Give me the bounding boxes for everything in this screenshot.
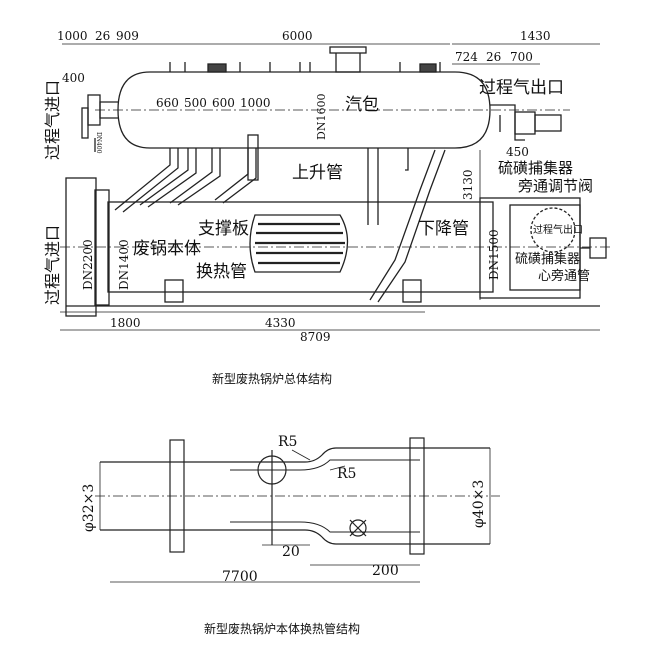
tube-window	[249, 214, 349, 273]
figure-tube-structure	[95, 437, 500, 583]
baffle-left	[169, 439, 185, 553]
tube-inner-top	[230, 459, 420, 471]
dim-top-26b: 26	[486, 50, 501, 64]
label-riser: 上升管	[292, 163, 343, 183]
left-head	[65, 177, 97, 317]
drum-spring-2	[419, 63, 437, 73]
caption-tube: 新型废热锅炉本体换热管结构	[204, 622, 361, 636]
label-inlet-bottom: 过程气进口	[43, 225, 62, 305]
label-dn1400: DN1400	[117, 239, 131, 290]
label-heat-tube: 换热管	[196, 262, 247, 282]
downcomer-2	[369, 148, 446, 303]
dim-bottom-4330: 4330	[265, 316, 296, 330]
figure-overall-labels: 1000 26 909 6000 1430 724 26 700 400 450…	[43, 29, 593, 344]
left-nozzle	[81, 107, 89, 139]
label-inlet-top: 过程气进口	[43, 80, 62, 160]
dim-3130: 3130	[461, 169, 475, 200]
dim-inner-600: 600	[212, 96, 235, 110]
label-bypass-valve: 旁通调节阀	[518, 177, 593, 195]
weld-circle	[349, 519, 367, 537]
riser-vertical	[247, 134, 259, 181]
label-dn400: DN400	[95, 132, 102, 154]
dim-inner-500: 500	[184, 96, 207, 110]
label-dn2200: DN2200	[81, 239, 95, 290]
dim-inner-660: 660	[156, 96, 179, 110]
support-right	[402, 279, 422, 303]
support-left	[164, 279, 184, 303]
figure-overall-structure	[60, 43, 610, 331]
left-tubesheet	[94, 189, 110, 306]
dim-top-700: 700	[510, 50, 533, 64]
drum-spring	[207, 63, 227, 73]
tube-lines	[255, 222, 345, 265]
dim-top-6000: 6000	[282, 29, 313, 43]
riser-pipes	[114, 148, 257, 213]
label-downcomer: 下降管	[418, 219, 469, 239]
right-nozzle	[589, 237, 607, 259]
dim-top-1430: 1430	[520, 29, 551, 43]
label-dn1500: DN1500	[487, 229, 501, 280]
dim-bottom-1800: 1800	[110, 316, 141, 330]
label-drum: 汽包	[345, 95, 379, 115]
dim-top-1000: 1000	[57, 29, 88, 43]
dim-top-909: 909	[116, 29, 139, 43]
label-sulfur-trap: 硫磺捕集器	[498, 159, 573, 177]
label-support-plate: 支撑板	[198, 219, 249, 239]
dim-450: 450	[506, 145, 529, 159]
drum-top-flange	[329, 46, 367, 54]
figure-tube-labels: R5 R5 φ32×3 φ40×3 20 200 7700	[81, 434, 487, 585]
right-flange-1	[514, 111, 536, 135]
label-20: 20	[282, 544, 300, 560]
dim-inner-1000: 1000	[240, 96, 271, 110]
baffle-right	[409, 437, 425, 555]
drum-top-nozzle	[335, 51, 361, 73]
tube-inner-bottom	[230, 521, 420, 533]
detail-circle	[257, 455, 287, 485]
label-outlet: 过程气出口	[479, 78, 564, 98]
bypass-circle	[530, 207, 576, 253]
label-d40: φ40×3	[471, 480, 487, 528]
dim-top-724: 724	[455, 50, 478, 64]
label-outlet-circle: 过程气出口	[533, 223, 583, 236]
label-center-bypass: 心旁通管	[538, 268, 590, 284]
label-boiler-body: 废锅本体	[133, 239, 201, 259]
label-r5-right: R5	[337, 466, 356, 482]
label-r5-top: R5	[278, 434, 297, 450]
label-200: 200	[372, 563, 399, 579]
right-flange-2	[534, 114, 562, 132]
tube-bottom-edge	[100, 529, 490, 545]
label-sulfur-trap-2: 硫磺捕集器	[515, 251, 580, 267]
dim-bottom-8709: 8709	[300, 330, 331, 344]
drum-small-nozzles	[169, 62, 441, 72]
label-d32: φ32×3	[81, 484, 97, 532]
caption-overall: 新型废热锅炉总体结构	[212, 372, 333, 386]
dim-400: 400	[62, 71, 85, 85]
label-7700: 7700	[222, 569, 258, 585]
steam-drum	[117, 71, 491, 149]
tube-left-body	[100, 447, 490, 463]
dim-top-26: 26	[95, 29, 110, 43]
label-dn1600: DN1600	[315, 94, 328, 140]
downcomer-1	[367, 148, 379, 225]
